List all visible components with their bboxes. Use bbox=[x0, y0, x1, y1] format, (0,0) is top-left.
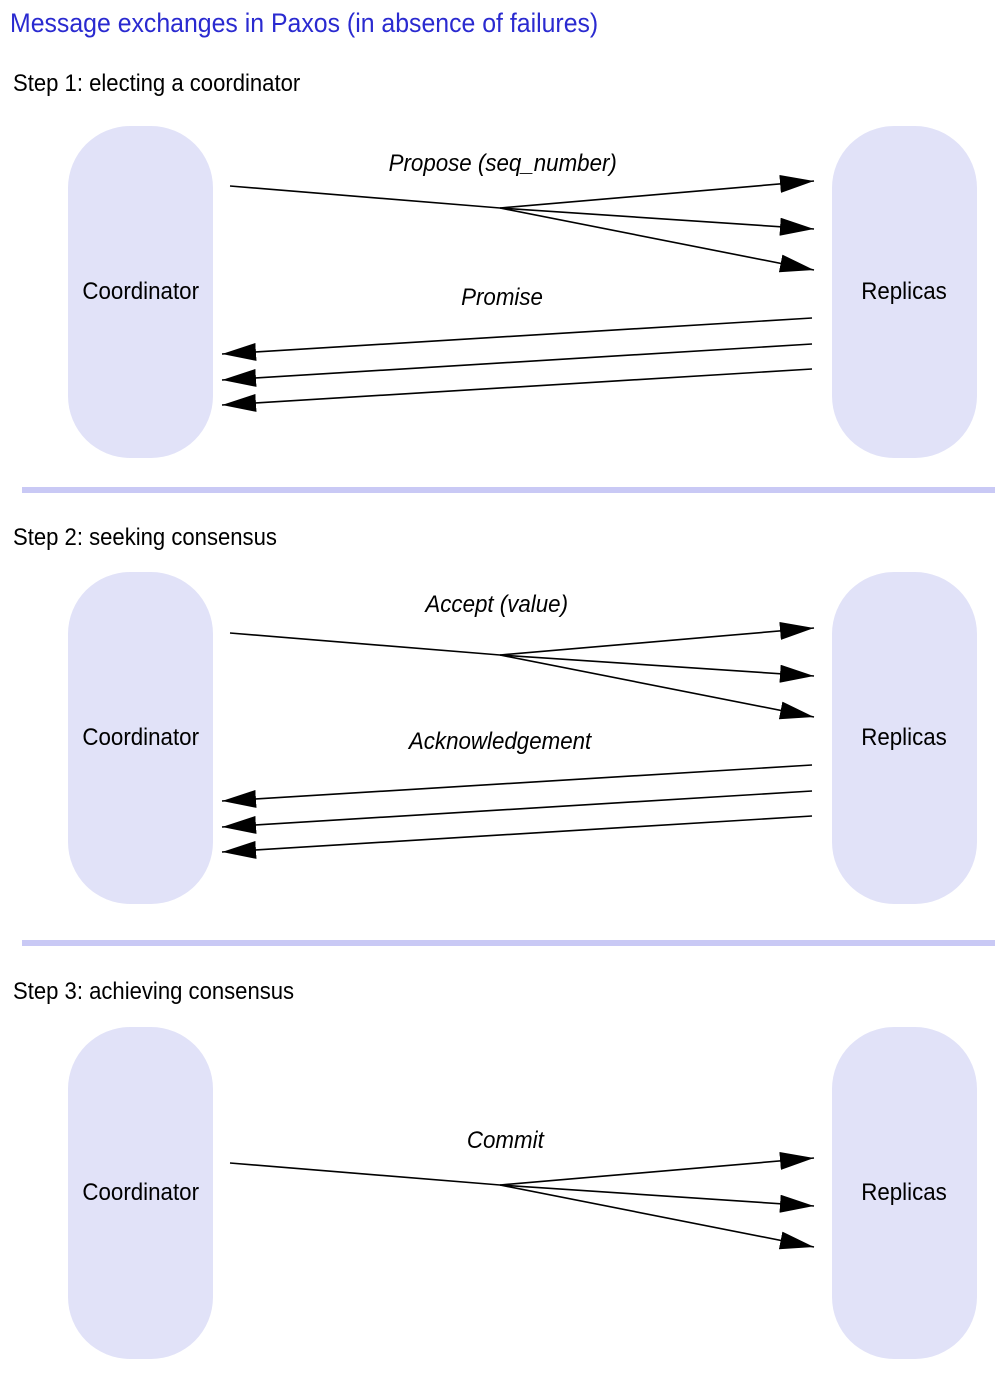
step-1-promise-arrow-3 bbox=[221, 368, 813, 412]
step-3-replicas-label: Replicas bbox=[861, 1179, 948, 1206]
step-2-accept-label: Accept (value) bbox=[425, 591, 569, 618]
step-2-accept-arrow-1 bbox=[499, 621, 815, 656]
step-2-acknowledgement-label: Acknowledgement bbox=[408, 728, 592, 755]
step-1-propose-arrow-1 bbox=[499, 174, 815, 209]
step-2-coordinator-node: Coordinator bbox=[68, 572, 213, 904]
step-1-promise-label: Promise bbox=[461, 284, 543, 311]
step-1-replicas-label: Replicas bbox=[861, 278, 948, 305]
step-1-title: Step 1: electing a coordinator bbox=[13, 70, 301, 97]
step-1-coordinator-label: Coordinator bbox=[82, 278, 199, 305]
step-2-coordinator-label: Coordinator bbox=[82, 724, 199, 751]
step-3-coordinator-node: Coordinator bbox=[68, 1027, 213, 1359]
step-3-title: Step 3: achieving consensus bbox=[13, 978, 295, 1005]
step-1-promise-arrow-1 bbox=[221, 317, 813, 361]
step-1-propose-label: Propose (seq_number) bbox=[388, 150, 617, 177]
step-1-propose-arrow-2 bbox=[499, 207, 815, 236]
step-3-commit-arrow-2 bbox=[499, 1184, 815, 1213]
step-1-propose-arrow-3 bbox=[499, 207, 815, 273]
step-divider-1 bbox=[22, 487, 995, 493]
step-1-propose-stem bbox=[229, 185, 501, 209]
step-3-commit-arrow-3 bbox=[499, 1184, 815, 1250]
step-1-promise-arrow-2 bbox=[221, 343, 813, 387]
step-2-ack-arrow-3 bbox=[221, 815, 813, 859]
step-3-commit-stem bbox=[229, 1162, 501, 1186]
step-3-coordinator-label: Coordinator bbox=[82, 1179, 199, 1206]
step-1-coordinator-node: Coordinator bbox=[68, 126, 213, 458]
step-3-commit-label: Commit bbox=[466, 1127, 544, 1154]
step-2-accept-arrow-3 bbox=[499, 654, 815, 720]
step-2-replicas-node: Replicas bbox=[832, 572, 977, 904]
step-2-ack-arrow-2 bbox=[221, 790, 813, 834]
diagram-title: Message exchanges in Paxos (in absence o… bbox=[10, 8, 599, 38]
step-2-title: Step 2: seeking consensus bbox=[13, 524, 277, 551]
step-2-accept-stem bbox=[229, 632, 501, 656]
step-2-ack-arrow-1 bbox=[221, 764, 813, 808]
step-2-replicas-label: Replicas bbox=[861, 724, 948, 751]
step-2-accept-arrow-2 bbox=[499, 654, 815, 683]
step-3-replicas-node: Replicas bbox=[832, 1027, 977, 1359]
step-3-commit-arrow-1 bbox=[499, 1151, 815, 1186]
step-divider-2 bbox=[22, 940, 995, 946]
step-1-replicas-node: Replicas bbox=[832, 126, 977, 458]
